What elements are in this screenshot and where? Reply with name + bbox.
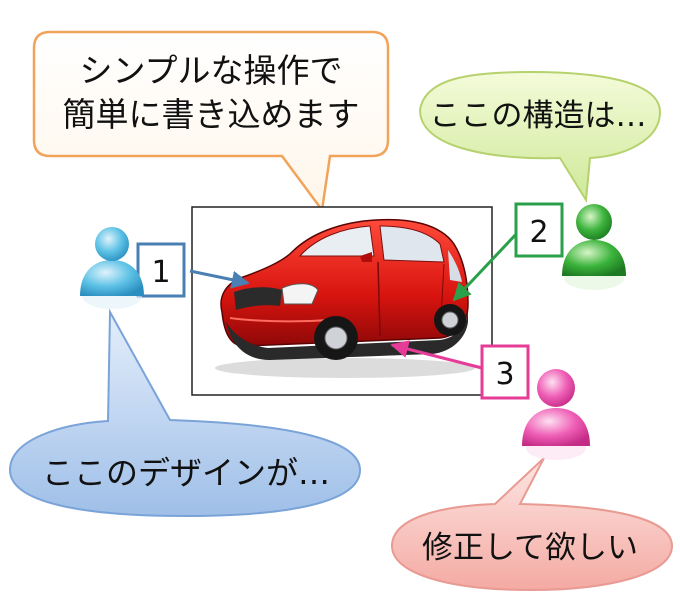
arrow-2 xyxy=(452,228,522,302)
blue-speech-bubble: ここのデザインが… xyxy=(8,308,362,518)
marker-2: 2 xyxy=(514,202,564,258)
marker-2-label: 2 xyxy=(529,215,548,250)
arrow-3 xyxy=(390,340,483,370)
top-speech-bubble: シンプルな操作で 簡単に書き込めます xyxy=(32,30,390,214)
pink-speech-bubble: 修正して欲しい xyxy=(390,457,674,592)
marker-1-label: 1 xyxy=(151,255,170,290)
marker-1: 1 xyxy=(136,242,186,298)
green-bubble-text: ここの構造は… xyxy=(430,98,647,134)
person-pink-icon xyxy=(522,369,590,460)
green-speech-bubble: ここの構造は… xyxy=(418,70,662,204)
person-blue-icon xyxy=(80,227,144,309)
car-image xyxy=(191,206,493,396)
marker-3-label: 3 xyxy=(495,357,514,392)
top-bubble-line2: 簡単に書き込めます xyxy=(63,95,360,134)
marker-3: 3 xyxy=(480,344,530,400)
top-bubble-line1: シンプルな操作で xyxy=(79,51,342,90)
arrow-1 xyxy=(189,269,250,289)
car-shadow xyxy=(215,358,475,378)
pink-bubble-text: 修正して欲しい xyxy=(422,530,638,566)
blue-bubble-text: ここのデザインが… xyxy=(42,454,330,492)
person-green-icon xyxy=(562,204,626,290)
